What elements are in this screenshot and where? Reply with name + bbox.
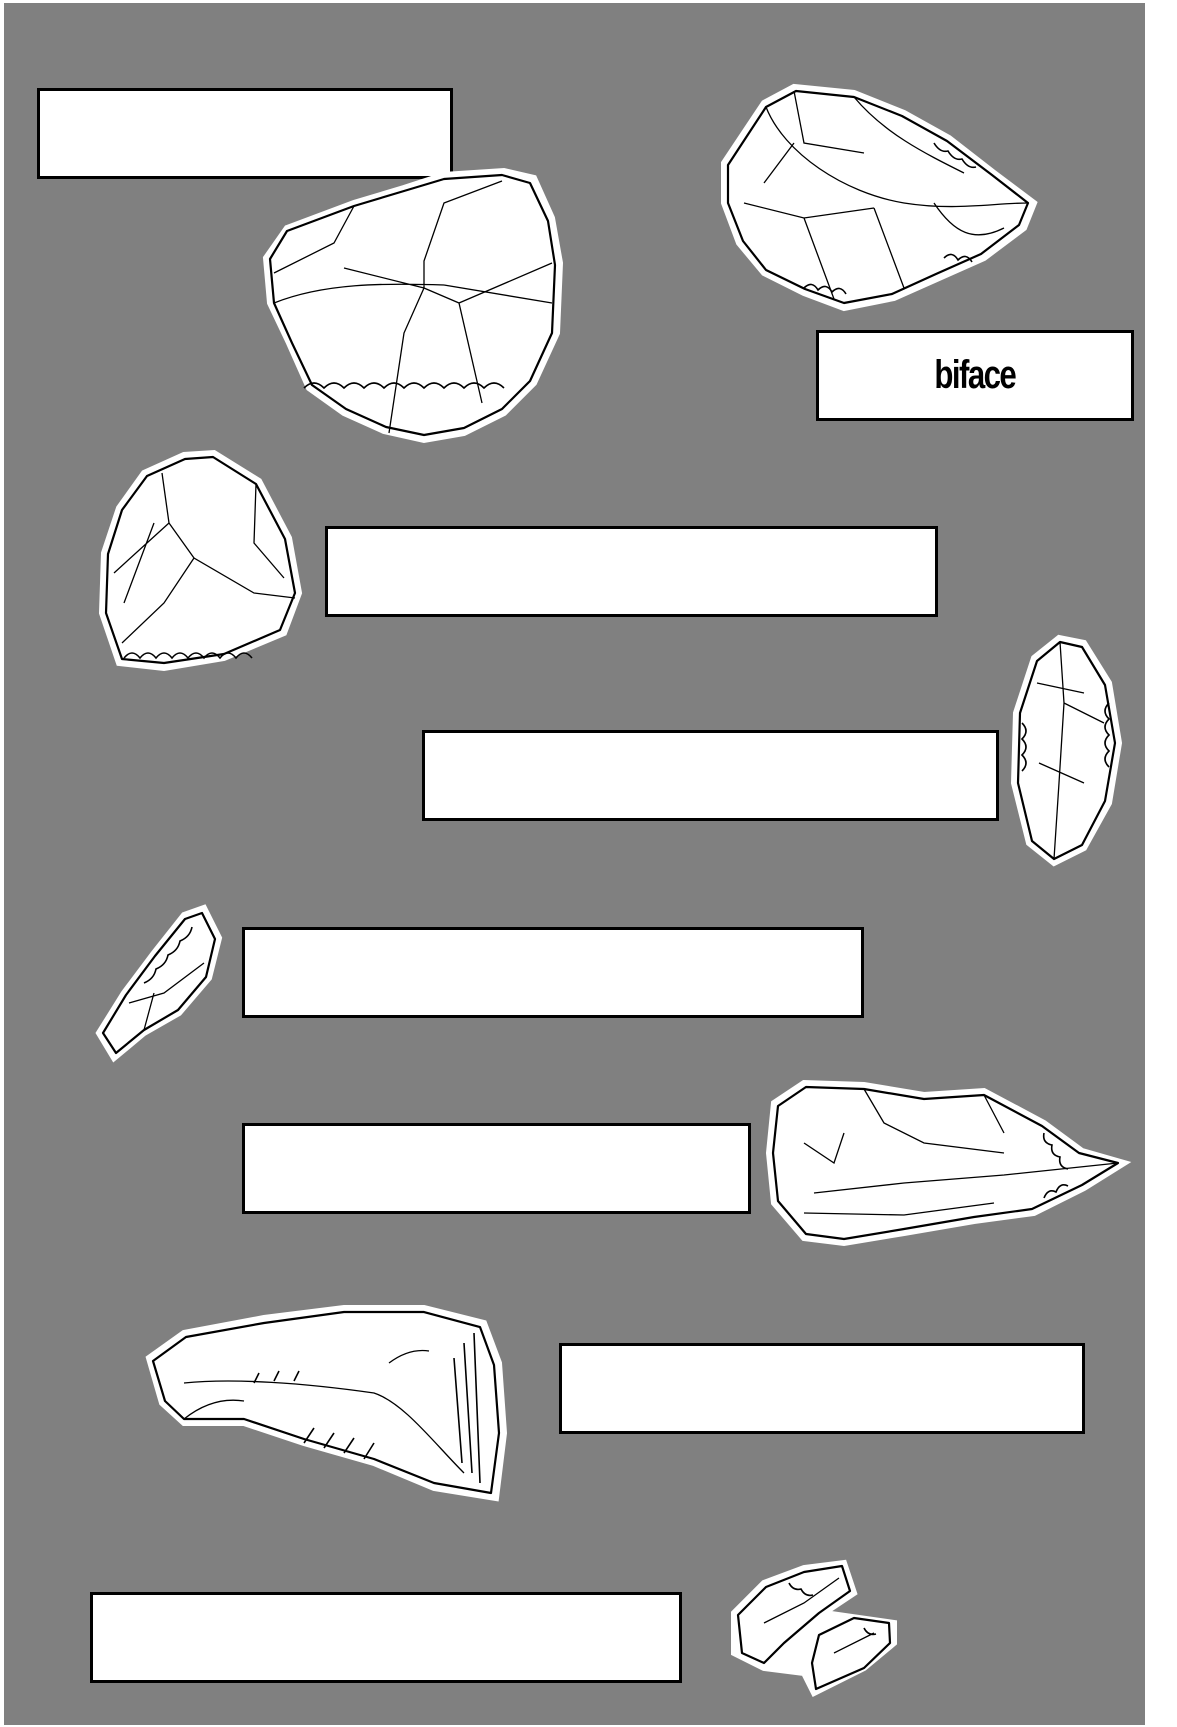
worksheet-background: biface (4, 3, 1145, 1725)
stone-tool-drawing-8 (4, 3, 1145, 1725)
